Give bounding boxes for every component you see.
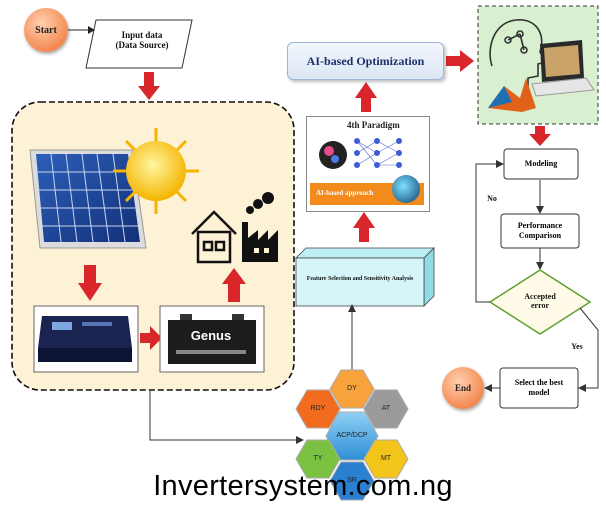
ai-approach-label: AI-based approach [316,189,374,197]
feature-selection-label: Feature Selection and Sensitivity Analys… [306,276,414,282]
input-data-line: Input data [121,30,163,40]
input-data-label: Input data (Data Source) [100,30,184,51]
laptop-icon [531,40,595,97]
inverter-icon [33,305,139,373]
performance-node: Performance Comparison [501,214,579,248]
modeling-node: Modeling [504,149,578,179]
select-best-label: Select the best [514,378,564,388]
ai-approach-strip: AI-based approach [310,175,424,205]
hex-label-center: ACP/DCP [336,432,368,439]
hex-label-rdy: RDY [310,405,326,412]
battery-brand: Genus [190,328,232,343]
hex-sr [329,461,375,501]
accepted-error-decision [488,269,592,335]
battery-icon [159,305,265,373]
hex-label-mt: MT [380,455,392,462]
comparison-label: Comparison [518,231,562,240]
sun-icon [113,128,199,214]
performance-label: Performance [517,221,563,231]
hex-ty [295,439,341,479]
select-best-node: Select the best model [500,368,578,408]
yes-label: Yes [571,342,583,351]
house-icon [191,210,237,264]
neural-network-icon [319,138,402,169]
hex-rdy [295,389,341,429]
watermark-text: Invertersystem.com.ng [153,470,453,502]
no-label: No [487,194,497,203]
hex-label-ty: TY [313,455,323,462]
paradigm-title: 4th Paradigm [347,120,400,130]
solar-panel-icon [29,149,147,249]
paradigm-panel: 4th Paradigm AI-based approach [306,116,430,212]
hex-label-sr: SR [347,477,357,484]
factory-icon [242,192,278,262]
brain-globe-icon [392,175,420,203]
hex-dy [329,369,375,409]
hex-label-dy: DY [347,385,357,392]
end-node: End [442,367,484,409]
error-line: error [530,301,550,311]
hex-at [363,389,409,429]
model-label: model [528,388,550,397]
feature-selection-box [295,247,435,307]
parameter-hexagons [295,369,409,501]
hex-label-at: AT [381,405,391,412]
start-node: Start [24,8,68,52]
ai-optimization-label: AI-based Optimization [306,53,425,68]
ai-optimization-box: AI-based Optimization [287,42,444,80]
accepted-line: Accepted [524,292,556,301]
modeling-label: Modeling [524,159,558,169]
data-source-line: (Data Source) [115,40,169,51]
end-label: End [454,383,471,393]
input-data-shape [85,19,193,69]
hex-mt [363,439,409,479]
matlab-icon [488,78,536,112]
start-label: Start [35,24,57,36]
accepted-error-label: Accepted error [510,292,570,310]
